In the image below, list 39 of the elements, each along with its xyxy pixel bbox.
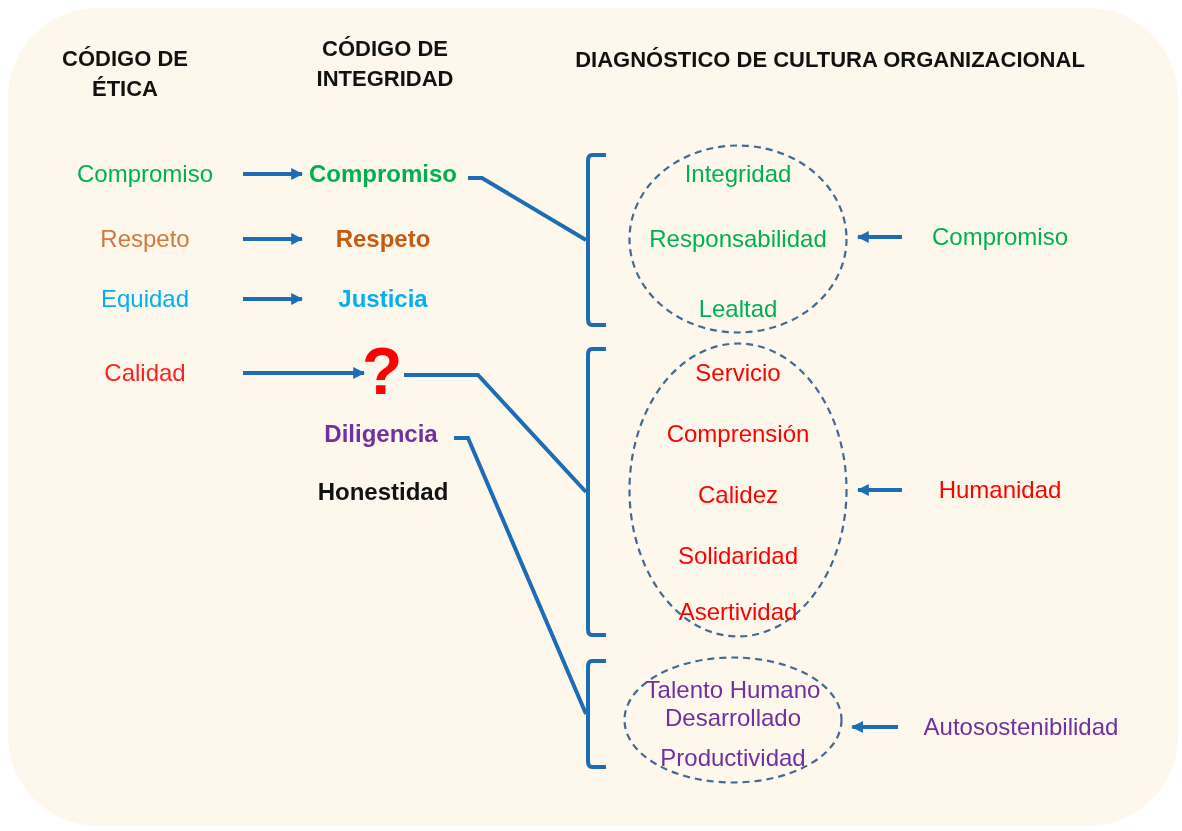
value-text: Honestidad	[316, 478, 450, 506]
connector-line	[454, 436, 588, 715]
arrow	[856, 231, 902, 243]
arrow	[243, 367, 366, 379]
value-text: Equidad	[99, 284, 191, 314]
value-text: Calidad	[103, 358, 187, 388]
value-text: Responsabilidad	[648, 225, 828, 253]
value-text: Compromiso	[308, 159, 458, 189]
value-text: Productividad	[659, 744, 807, 772]
bracket	[586, 153, 606, 327]
value-text: Compromiso	[931, 222, 1069, 252]
bracket	[586, 347, 606, 637]
value-text: Comprensión	[665, 420, 811, 448]
value-text: Talento Humano Desarrollado	[644, 676, 822, 732]
arrow	[243, 233, 304, 245]
value-text: Justicia	[337, 284, 429, 314]
bracket	[586, 659, 606, 769]
value-text: Lealtad	[697, 295, 779, 323]
value-text: Servicio	[694, 359, 782, 387]
value-text: Autosostenibilidad	[922, 712, 1120, 742]
value-text: Integridad	[683, 160, 793, 188]
value-text: Compromiso	[76, 159, 214, 189]
column-heading: CÓDIGO DE ÉTICA	[61, 45, 189, 103]
value-text: Respeto	[334, 224, 432, 254]
value-text: Respeto	[99, 224, 191, 254]
value-text: ?	[362, 333, 402, 409]
value-text: Solidaridad	[676, 542, 800, 570]
arrow	[243, 293, 304, 305]
value-text: Humanidad	[937, 475, 1063, 505]
connector-line	[404, 373, 588, 494]
column-heading: CÓDIGO DE INTEGRIDAD	[315, 35, 455, 93]
value-text: Asertividad	[677, 598, 799, 626]
arrow	[856, 484, 902, 496]
arrow	[851, 721, 898, 733]
title: DIAGNÓSTICO DE CULTURA ORGANIZACIONAL	[574, 46, 1086, 74]
value-text: Calidez	[696, 481, 779, 509]
value-text: Diligencia	[323, 419, 439, 449]
arrow	[243, 168, 304, 180]
connector-line	[468, 176, 588, 242]
